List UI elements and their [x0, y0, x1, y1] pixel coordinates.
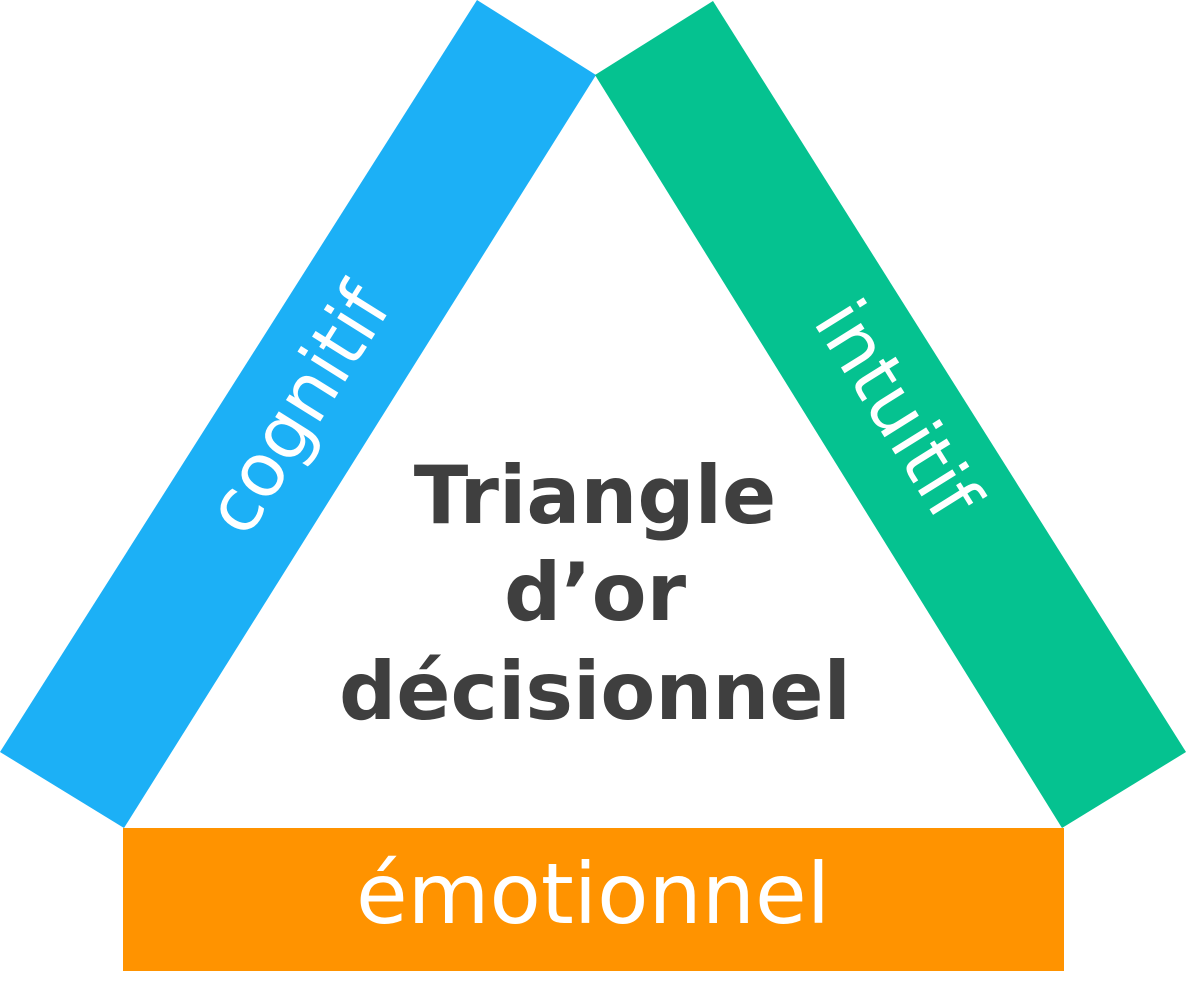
- band-intuitif: [595, 1, 1186, 828]
- label-emotionnel: émotionnel: [356, 845, 830, 943]
- title-line-3: décisionnel: [339, 645, 851, 738]
- title-line-2: d’or: [504, 546, 687, 639]
- band-emotionnel: [123, 828, 1064, 971]
- title-line-1: Triangle: [414, 449, 777, 542]
- band-cognitif: [0, 0, 596, 828]
